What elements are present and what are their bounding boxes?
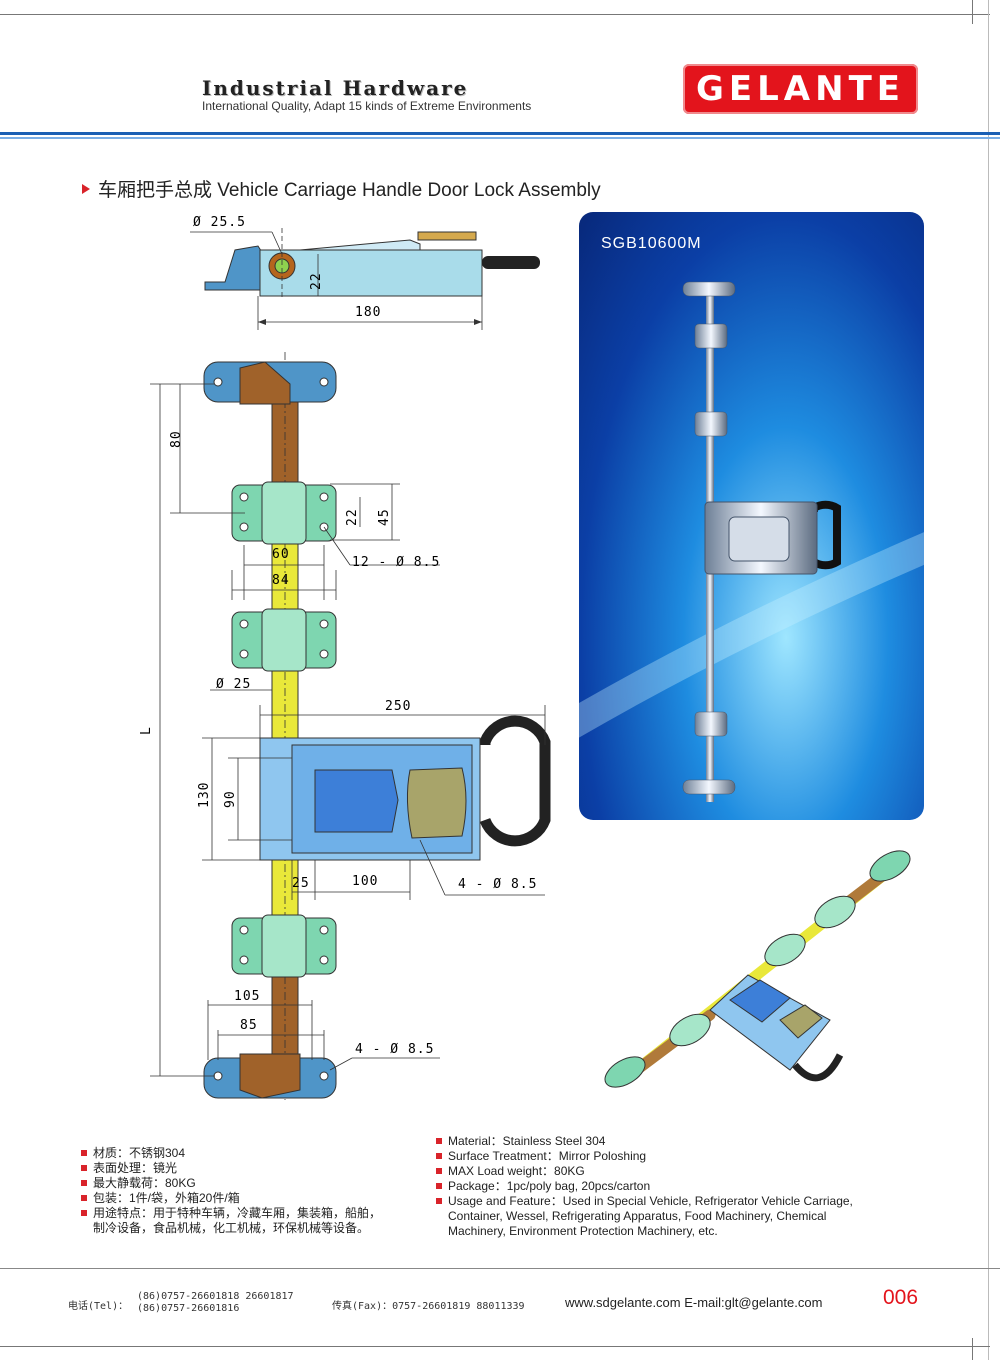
- spec-cn-item: 表面处理：镜光: [81, 1161, 381, 1176]
- section-title: 车厢把手总成 Vehicle Carriage Handle Door Lock…: [98, 180, 601, 201]
- specs-english: Material：Stainless Steel 304 Surface Tre…: [436, 1134, 853, 1239]
- dim-22-side: 22: [309, 272, 324, 290]
- square-bullet-icon: [436, 1138, 442, 1144]
- specs-chinese: 材质：不锈钢304 表面处理：镜光 最大静载荷：80KG 包装：1件/袋，外箱2…: [81, 1146, 381, 1236]
- fax-info: 传真(Fax)：0757-26601819 88011339: [332, 1301, 525, 1312]
- square-bullet-icon: [436, 1183, 442, 1189]
- tel-numbers-1: (86)0757-26601818 26601817: [137, 1291, 294, 1302]
- dimension-lines: [150, 383, 546, 1077]
- dim-250: 250: [385, 699, 411, 714]
- spec-en-item: Package：1pc/poly bag, 20pcs/carton: [436, 1179, 853, 1194]
- dim-180: 180: [355, 305, 381, 320]
- header-title: Industrial Hardware: [202, 76, 469, 100]
- crop-mark-right: [988, 0, 989, 1360]
- header-subtitle: International Quality, Adapt 15 kinds of…: [202, 99, 532, 113]
- technical-drawing: Ø 25.5 22 180 80 22 45 60 84 12 - Ø 8.5 …: [139, 215, 551, 1100]
- isometric-render: [604, 850, 911, 1088]
- tel-numbers-2: (86)0757-26601816: [137, 1303, 240, 1314]
- dim-105: 105: [234, 989, 260, 1004]
- spec-cn-item-cont: 制冷设备，食品机械，化工机械，环保机械等设备。: [93, 1221, 370, 1235]
- dim-diameter-25-5: Ø 25.5: [193, 215, 246, 230]
- dim-60: 60: [272, 547, 290, 562]
- crop-mark-bottom: [0, 1346, 990, 1347]
- handle-assembly: [259, 715, 551, 861]
- dim-25: 25: [292, 876, 310, 891]
- dim-85: 85: [240, 1018, 258, 1033]
- dim-L: L: [139, 726, 154, 735]
- square-bullet-icon: [81, 1210, 87, 1216]
- dim-45: 45: [377, 508, 392, 526]
- lock-photo-drawing: [579, 281, 924, 802]
- brand-logo: GELANTE: [683, 64, 918, 114]
- dim-84: 84: [272, 573, 290, 588]
- square-bullet-icon: [436, 1153, 442, 1159]
- guide-bracket-1: [231, 481, 337, 545]
- spec-cn-item: 材质：不锈钢304: [81, 1146, 381, 1161]
- dim-130: 130: [197, 782, 212, 808]
- square-bullet-icon: [436, 1168, 442, 1174]
- front-view: [203, 352, 551, 1100]
- dim-22: 22: [345, 508, 360, 526]
- footer-divider: [0, 1268, 1000, 1269]
- guide-bracket-2: [231, 608, 337, 672]
- spec-en-item-cont: Machinery, Environment Protection Machin…: [448, 1224, 718, 1238]
- square-bullet-icon: [81, 1150, 87, 1156]
- spec-en-item: Usage and Feature：Used in Special Vehicl…: [436, 1194, 853, 1209]
- square-bullet-icon: [81, 1165, 87, 1171]
- side-view: [190, 228, 540, 330]
- spec-cn-item: 最大静载荷：80KG: [81, 1176, 381, 1191]
- brand-logo-text: GELANTE: [696, 69, 905, 109]
- spec-cn-item: 包装：1件/袋，外箱20件/箱: [81, 1191, 381, 1206]
- website-email[interactable]: www.sdgelante.com E-mail:glt@gelante.com: [565, 1295, 823, 1310]
- section-heading: 车厢把手总成 Vehicle Carriage Handle Door Lock…: [82, 175, 601, 202]
- header-band: [0, 132, 1000, 135]
- triangle-bullet-icon: [82, 183, 90, 194]
- tel-label: 电话(Tel)：: [68, 1301, 129, 1312]
- spec-en-item-cont: Container, Wessel, Refrigerating Apparat…: [448, 1209, 827, 1223]
- dim-holes-4-b: 4 - Ø 8.5: [355, 1042, 434, 1057]
- square-bullet-icon: [81, 1195, 87, 1201]
- model-number: SGB10600M: [601, 235, 702, 252]
- crop-mark-tr-v: [972, 0, 973, 24]
- crop-mark-top: [0, 14, 990, 15]
- spec-en-item: Material：Stainless Steel 304: [436, 1134, 853, 1149]
- page-number: 006: [883, 1286, 919, 1309]
- dim-100: 100: [352, 874, 378, 889]
- dim-holes-12: 12 - Ø 8.5: [352, 555, 440, 570]
- square-bullet-icon: [81, 1180, 87, 1186]
- dim-80: 80: [169, 430, 184, 448]
- spec-en-item: MAX Load weight：80KG: [436, 1164, 853, 1179]
- dim-diameter-25: Ø 25: [216, 677, 251, 692]
- dim-90: 90: [223, 790, 238, 808]
- header-band-light: [0, 137, 1000, 139]
- guide-bracket-3: [231, 914, 337, 978]
- product-photo: [579, 212, 924, 820]
- square-bullet-icon: [436, 1198, 442, 1204]
- spec-cn-item: 用途特点：用于特种车辆，冷藏车厢，集装箱，船舶，: [81, 1206, 381, 1221]
- crop-mark-br-v: [972, 1338, 973, 1360]
- dim-holes-4-a: 4 - Ø 8.5: [458, 877, 537, 892]
- spec-en-item: Surface Treatment：Mirror Poloshing: [436, 1149, 853, 1164]
